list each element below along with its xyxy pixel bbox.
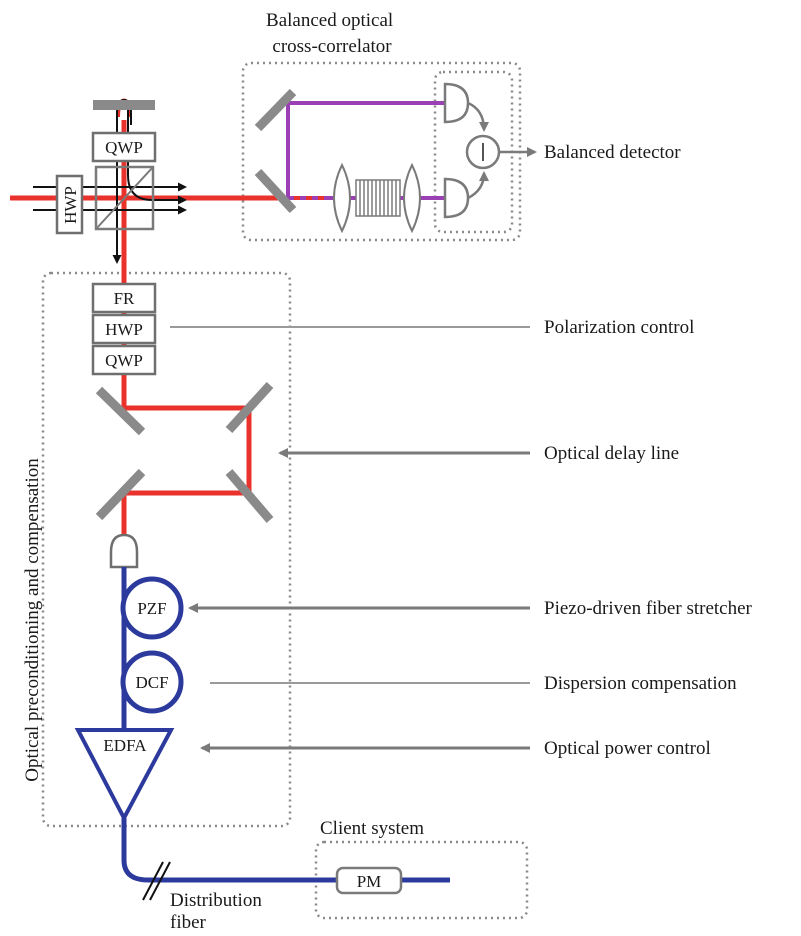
lens-left (333, 162, 351, 234)
fiber-collimator (109, 533, 139, 569)
optical-delay-line-label: Optical delay line (544, 443, 679, 464)
lens-right (403, 162, 421, 234)
cross-correlator-title-line2: cross-correlator (272, 36, 392, 57)
optical-power-control-label: Optical power control (544, 738, 711, 759)
balanced-detector-label: Balanced detector (544, 142, 681, 163)
delay-mirror-top-left (95, 386, 146, 436)
delay-mirror-bottom-right (225, 469, 274, 523)
distribution-fiber-label: Distribution fiber (170, 890, 267, 933)
photodiode-lower (443, 177, 470, 219)
photodiode-upper (443, 82, 470, 124)
top-mirror (93, 100, 155, 110)
preconditioning-border (41, 271, 292, 828)
pm-box (335, 866, 403, 895)
fr-label: FR (114, 289, 135, 308)
qwp-top-label: QWP (105, 138, 143, 157)
delay-mirror-bottom-left (95, 468, 146, 521)
edfa-label: EDFA (103, 736, 147, 755)
dcf-label: DCF (135, 673, 168, 692)
hwp-label: HWP (105, 320, 143, 339)
qwp-label: QWP (105, 351, 143, 370)
pm-label: PM (357, 872, 382, 891)
polarization-control-label: Polarization control (544, 317, 694, 338)
cross-correlator-title: Balanced optical cross-correlator (266, 10, 398, 57)
polarizing-beam-splitter (94, 165, 155, 231)
qwp-top-box (91, 131, 157, 163)
fr-box (91, 282, 157, 314)
delay-mirror-top-right (225, 381, 274, 434)
pzf-coil (120, 576, 184, 640)
hwp-box (91, 313, 157, 345)
cross-correlator-border (241, 61, 522, 242)
qwp-box (91, 344, 157, 376)
dcf-coil (120, 650, 184, 714)
nonlinear-crystal (355, 179, 401, 217)
cross-correlator-title-line1: Balanced optical (266, 10, 393, 31)
dispersion-compensation-label: Dispersion compensation (544, 673, 737, 694)
free-space-beam (10, 98, 278, 538)
pzf-label: PZF (137, 599, 166, 618)
client-system-label: Client system (320, 818, 424, 839)
hwp-left-box (55, 174, 84, 235)
distribution-fiber-line1: Distribution (170, 890, 262, 911)
photodiode-arrow-upper (467, 101, 489, 132)
photodiode-arrow-lower (467, 171, 489, 200)
correlator-mirror-lower (254, 168, 297, 214)
distribution-fiber-line2: fiber (170, 912, 207, 933)
piezo-stretcher-label: Piezo-driven fiber stretcher (544, 598, 753, 619)
edfa-amplifier (74, 728, 175, 823)
fiber-break-marks (142, 861, 171, 901)
correlator-mirror-upper (254, 88, 297, 132)
vertical-group-label: Optical preconditioning and compensation (22, 458, 43, 782)
hwp-left-label: HWP (61, 186, 80, 224)
